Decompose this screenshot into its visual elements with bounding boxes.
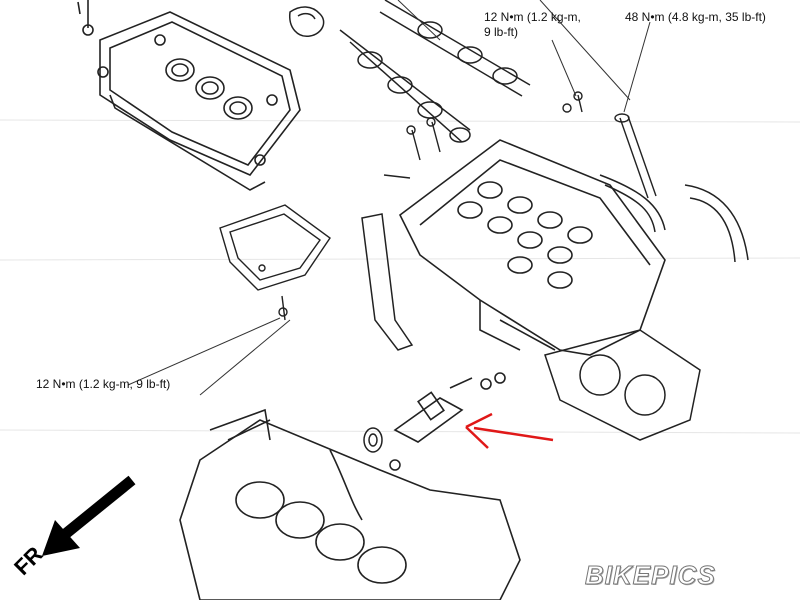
head-bolts <box>406 91 657 199</box>
torque-label-top-middle: 12 N•m (1.2 kg-m, 9 lb-ft) <box>484 10 581 39</box>
leader-lines <box>127 0 651 396</box>
highlight-arrow <box>465 412 554 449</box>
front-direction-arrow <box>42 475 136 556</box>
cam-chain-tensioner <box>393 372 506 443</box>
cylinder-head-cover <box>77 0 301 191</box>
camshafts <box>289 0 531 143</box>
head-gasket <box>544 329 701 441</box>
torque-label-left: 12 N•m (1.2 kg-m, 9 lb-ft) <box>36 377 171 391</box>
cylinder-block <box>179 408 521 600</box>
tensioner-gasket <box>363 427 401 471</box>
cam-chain-guide <box>361 174 414 351</box>
breather-hose <box>599 174 749 263</box>
head-cover-gasket <box>219 204 331 321</box>
torque-label-top-right: 48 N•m (4.8 kg-m, 35 lb-ft) <box>625 10 766 24</box>
cylinder-head <box>398 139 666 356</box>
bikepics-watermark: BIKEPICS <box>585 560 716 591</box>
paper-texture <box>0 119 800 434</box>
